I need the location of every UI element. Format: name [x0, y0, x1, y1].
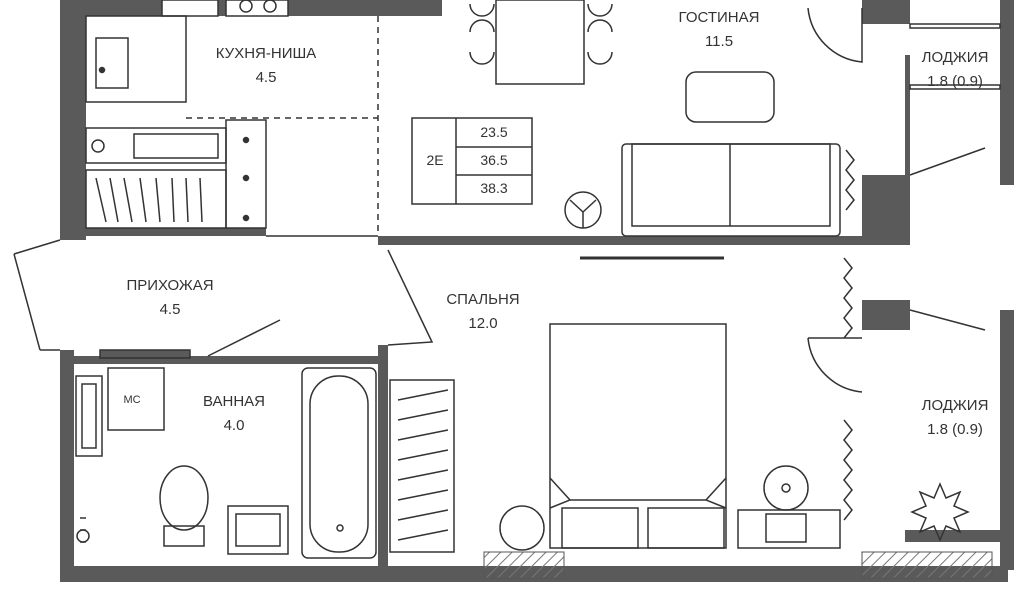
room-area-loggia-2: 1.8 (0.9) — [927, 421, 983, 438]
room-name-hall: ПРИХОЖАЯ — [126, 277, 214, 294]
room-name-living: ГОСТИНАЯ — [678, 9, 760, 26]
room-area-hall: 4.5 — [159, 301, 181, 318]
area-value: 38.3 — [480, 180, 508, 196]
walls — [60, 0, 1014, 582]
room-name-loggia-2: ЛОДЖИЯ — [921, 397, 989, 414]
room-area-kitchen: 4.5 — [255, 69, 277, 86]
bedroom-fixtures — [389, 149, 855, 553]
room-name-bedroom: СПАЛЬНЯ — [446, 291, 520, 308]
room-area-bathroom: 4.0 — [223, 417, 245, 434]
room-name-bathroom: ВАННАЯ — [202, 393, 266, 410]
hall-fixtures — [13, 235, 434, 359]
area-value: 23.5 — [480, 124, 508, 140]
laundry-label: МС — [123, 394, 141, 406]
kitchen-fixtures — [85, 0, 379, 236]
apartment-type: 2Е — [426, 152, 444, 168]
room-area-bedroom: 12.0 — [468, 315, 498, 332]
room-area-living: 11.5 — [704, 33, 734, 50]
room-name-loggia-1: ЛОДЖИЯ — [921, 49, 989, 66]
wall-hatch — [483, 551, 993, 579]
room-area-loggia-1: 1.8 (0.9) — [927, 73, 983, 90]
bathroom-fixtures — [75, 367, 377, 559]
loggia-fixtures — [807, 23, 1001, 542]
room-name-kitchen: КУХНЯ-НИША — [215, 45, 317, 62]
living-fixtures — [411, 0, 863, 260]
area-value: 36.5 — [480, 152, 508, 168]
